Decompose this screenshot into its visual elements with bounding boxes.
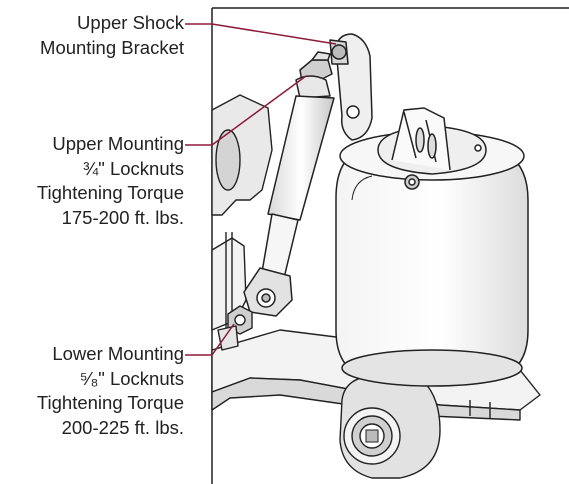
- callout-lower-mounting-line-4: 200-225 ft. lbs.: [61, 416, 184, 438]
- leader-lines: [185, 23, 337, 356]
- callout-lower-mounting: Lower Mounting ⁵⁄₈" Locknuts Tightening …: [37, 342, 184, 440]
- lower-bushing: [339, 375, 441, 479]
- lower-locknut: [217, 305, 253, 351]
- callout-upper-mounting: Upper Mounting ¾" Locknuts Tightening To…: [37, 132, 184, 230]
- callout-lower-mounting-line-2: ⁵⁄₈" Locknuts: [79, 367, 184, 389]
- callout-lower-mounting-line-1: Lower Mounting: [52, 343, 184, 364]
- callout-lower-mounting-line-3: Tightening Torque: [36, 392, 184, 413]
- callout-upper-mounting-line-2: ¾" Locknuts: [82, 157, 184, 179]
- callout-upper-mounting-line-1: Upper Mounting: [52, 133, 184, 154]
- leader-upper-mounting: [185, 75, 307, 146]
- callout-upper-mounting-line-3: Tightening Torque: [36, 182, 184, 203]
- callout-upper-mounting-line-4: 175-200 ft. lbs.: [61, 206, 184, 228]
- leader-upper-bracket: [185, 23, 337, 45]
- leader-lower-mounting: [185, 323, 235, 356]
- air-spring: [335, 107, 529, 387]
- callout-upper-bracket-line-1: Upper Shock: [77, 12, 184, 33]
- shock-absorber: [243, 51, 335, 317]
- upper-shock-bracket: [329, 33, 373, 141]
- callout-upper-bracket-line-2: Mounting Bracket: [40, 36, 184, 58]
- callout-upper-bracket: Upper Shock Mounting Bracket: [40, 11, 184, 60]
